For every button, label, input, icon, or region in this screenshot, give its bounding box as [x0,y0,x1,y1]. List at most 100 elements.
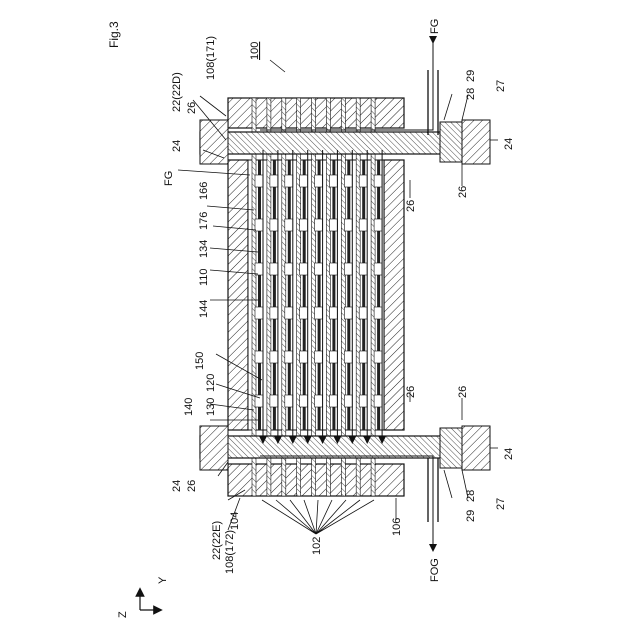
interconnector [344,263,352,275]
cell-strip [258,160,261,430]
interconnector [285,175,293,187]
ref-110: 110 [198,268,210,286]
interconnector [374,307,382,319]
side-plate-left [228,160,248,430]
interconnector [359,263,367,275]
interconnector [329,263,337,275]
axis-indicator: Z Y [117,576,169,618]
ref-100: 100 [249,42,261,60]
interconnector [300,395,308,407]
cell-strip [318,160,321,430]
interconnector [270,351,278,363]
ref-26-left-lower: 26 [186,480,198,492]
ref-134: 134 [198,240,210,258]
interconnector [285,307,293,319]
interconnector [300,263,308,275]
interconnector [344,175,352,187]
cell-strip [332,160,335,430]
ref-26-right-upper: 26 [457,186,469,198]
interconnector [374,351,382,363]
interconnector [374,263,382,275]
cell-strip [362,160,365,430]
ref-27-lower: 27 [495,498,507,510]
interconnector [255,219,263,231]
ref-24-left-upper: 24 [171,140,183,152]
ref-102: 102 [311,537,323,555]
interconnector [329,351,337,363]
ref-fg-right: FG [429,19,441,34]
ref-fog: FOG [429,558,441,582]
ref-28-upper: 28 [465,88,477,100]
interconnector [255,263,263,275]
interconnector [270,395,278,407]
ref-22-22d: 22(22D) [171,72,183,112]
ref-24-right-upper: 24 [503,138,515,150]
axis-z-label: Z [117,611,129,618]
cell-strip [273,160,276,430]
interconnector [315,175,323,187]
ref-130: 130 [205,398,217,416]
ref-26-top-left: 26 [186,102,198,114]
interconnector [285,395,293,407]
ref-150: 150 [194,352,206,370]
interconnector [270,219,278,231]
ref-108-171: 108(171) [205,36,217,80]
ref-26-right-lower: 26 [457,386,469,398]
ref-22-22e: 22(22E) [211,521,223,560]
ref-108-172: 108(172) [224,530,236,574]
ref-26-inner-upper: 26 [405,200,417,212]
interconnector [359,175,367,187]
cell-strip [303,160,306,430]
ref-27-upper: 27 [495,80,507,92]
interconnector [329,395,337,407]
cell-strip [347,160,350,430]
interconnector [359,351,367,363]
axis-y-label: Y [157,576,169,584]
ref-24-left-lower: 24 [171,480,183,492]
ref-140: 140 [183,398,195,416]
interconnector [285,219,293,231]
ref-104: 104 [229,512,241,530]
ref-120: 120 [205,374,217,392]
interconnector [344,307,352,319]
interconnector [344,395,352,407]
interconnector [315,395,323,407]
side-plate-right [384,160,404,430]
ref-106: 106 [391,518,403,536]
interconnector [285,263,293,275]
ref-29-lower: 29 [465,510,477,522]
interconnector [255,307,263,319]
interconnector [255,175,263,187]
interconnector [285,351,293,363]
interconnector [300,307,308,319]
interconnector [329,175,337,187]
ref-29-upper: 29 [465,70,477,82]
interconnector [344,219,352,231]
interconnector [359,395,367,407]
figure-title: Fig.3 [107,21,121,48]
cell-strip [377,160,380,430]
interconnector [315,351,323,363]
interconnector [270,263,278,275]
interconnector [359,307,367,319]
interconnector [374,219,382,231]
interconnector [300,219,308,231]
interconnector [270,307,278,319]
ref-26-inner-lower: 26 [405,386,417,398]
interconnector [329,219,337,231]
cell-strip [288,160,291,430]
ref-24-right-lower: 24 [503,448,515,460]
ref-144: 144 [198,300,210,318]
interconnector [315,219,323,231]
interconnector [344,351,352,363]
interconnector [300,351,308,363]
interconnector [315,263,323,275]
ref-176: 176 [198,212,210,230]
interconnector [255,351,263,363]
interconnector [374,395,382,407]
interconnector [329,307,337,319]
interconnector [374,175,382,187]
interconnector [300,175,308,187]
ref-166: 166 [198,182,210,200]
